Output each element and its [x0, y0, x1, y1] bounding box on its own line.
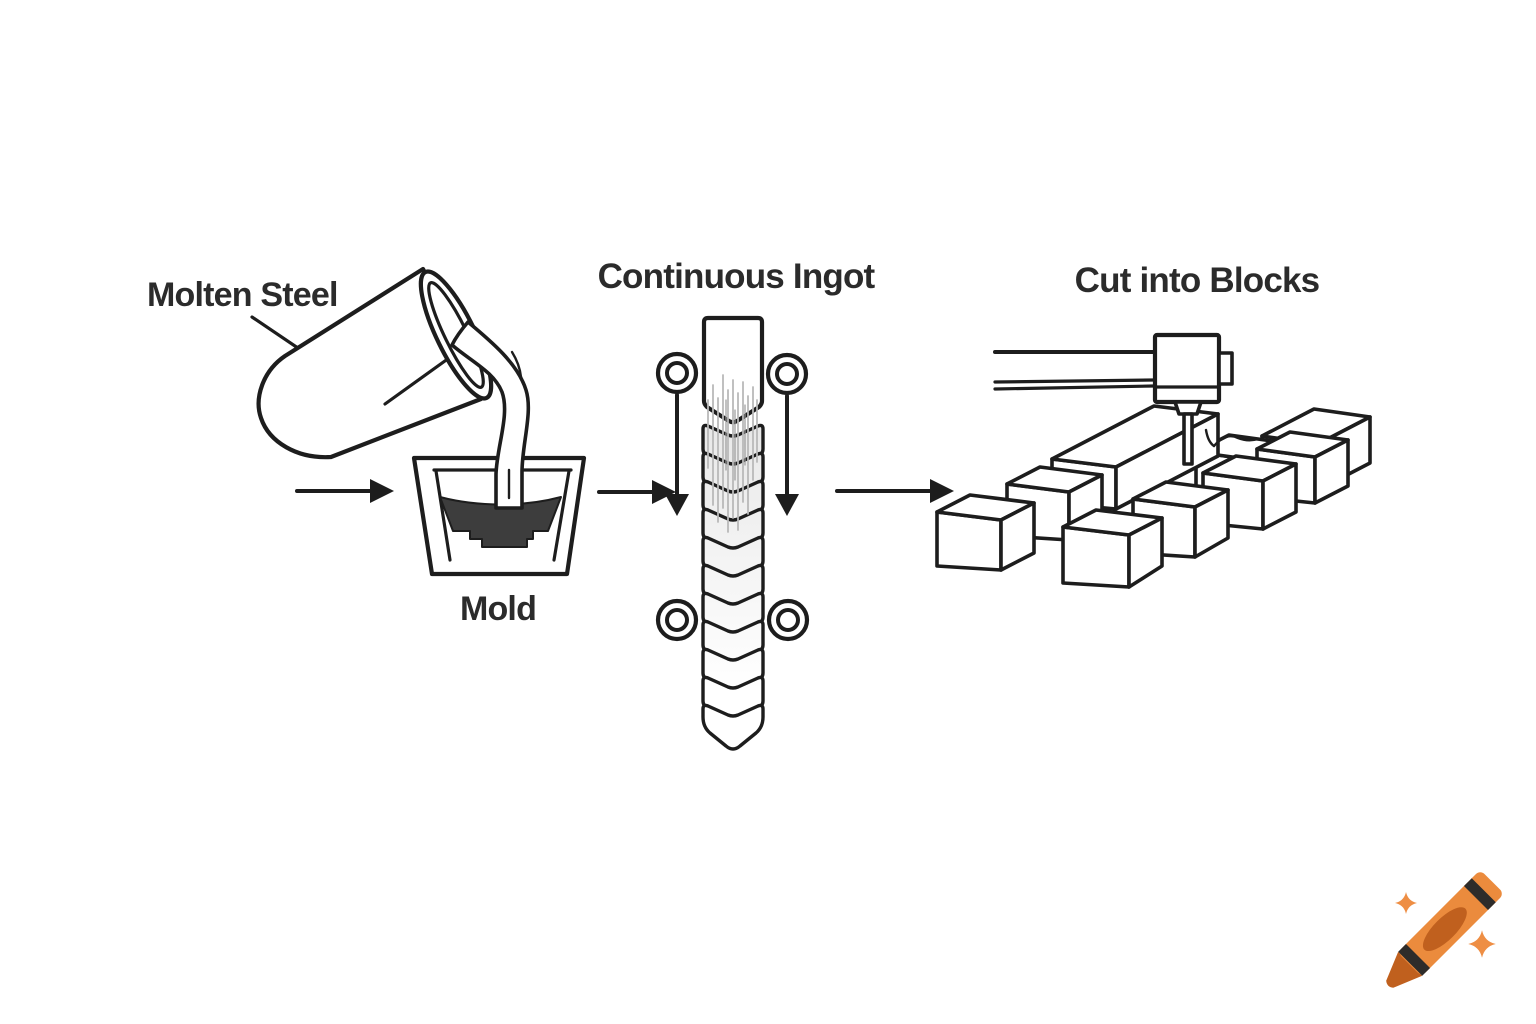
molten-pool	[439, 496, 562, 548]
sparkle-icon	[1395, 892, 1417, 914]
cutting-machine	[993, 332, 1260, 466]
arrow-ingot	[597, 480, 676, 504]
label-continuous-ingot: Continuous Ingot	[598, 257, 876, 296]
block-back-1	[935, 493, 1036, 572]
stage-molten-steel	[250, 266, 587, 577]
casting-mold	[411, 455, 587, 577]
cutting-blade	[1182, 412, 1194, 466]
label-mold: Mold	[460, 590, 536, 628]
roller-bottom-right	[766, 598, 810, 642]
roller-bottom-left	[655, 598, 699, 642]
stage-continuous-ingot	[655, 315, 810, 751]
block-front-1	[1061, 508, 1164, 589]
arrow-down-right	[775, 394, 799, 516]
label-molten-steel: Molten Steel	[147, 276, 338, 314]
solidification-streaks	[707, 374, 758, 533]
stage-cut-into-blocks	[935, 332, 1372, 589]
ladle	[256, 266, 494, 460]
arrow-down-left	[665, 393, 689, 516]
roller-top-left	[655, 351, 699, 395]
roller-top-right	[765, 352, 809, 396]
crayon-icon	[1386, 872, 1502, 988]
sparkle-icon	[1468, 930, 1496, 958]
label-cut-into-blocks: Cut into Blocks	[1075, 261, 1320, 300]
arrow-mold	[295, 479, 394, 503]
arrow-blocks	[835, 479, 954, 503]
pour-stream	[450, 320, 531, 510]
craiyon-logo	[1386, 872, 1502, 988]
